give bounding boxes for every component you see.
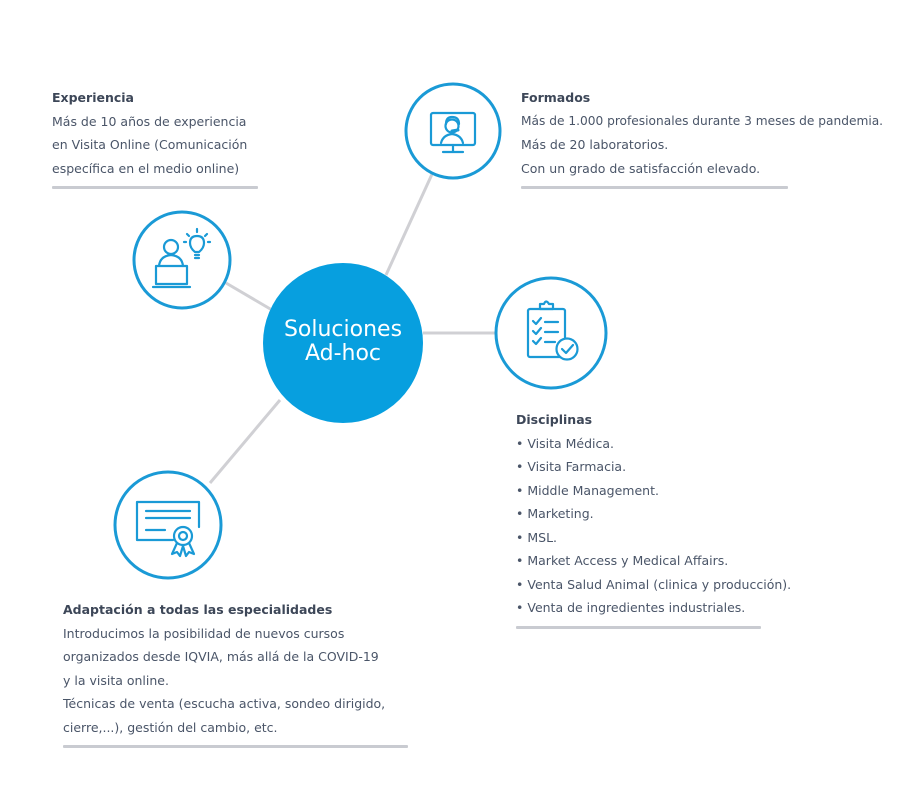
disciplinas-item: Middle Management.	[516, 479, 816, 503]
adaptacion-line: Técnicas de venta (escucha activa, sonde…	[63, 696, 386, 711]
formados-line: Con un grado de satisfacción elevado.	[521, 160, 761, 176]
monitor-headset-icon	[404, 82, 502, 180]
connector-adaptacion	[208, 399, 282, 484]
experiencia-line: en Visita Online (Comunicación	[52, 137, 248, 152]
connector-experiencia	[225, 281, 273, 312]
formados-line: Más de 20 laboratorios.	[521, 137, 669, 152]
disciplinas-item: MSL.	[516, 526, 816, 550]
experiencia-line: específica en el medio online)	[52, 160, 240, 176]
formados-divider	[521, 186, 788, 189]
experiencia-line: Más de 10 años de experiencia	[52, 113, 247, 129]
disciplinas-item: Venta Salud Animal (clinica y producción…	[516, 573, 816, 597]
hub-circle	[263, 263, 423, 423]
disciplinas-item: Visita Farmacia.	[516, 455, 816, 479]
hub-line-2: Ad-hoc	[304, 341, 382, 366]
adaptacion-line: organizados desde IQVIA, más allá de la …	[63, 649, 379, 664]
adaptacion-block: Adaptación a todas las especialidades In…	[63, 598, 408, 748]
disciplinas-block: Disciplinas Visita Médica. Visita Farmac…	[516, 408, 816, 629]
hub-line-1: Soluciones	[283, 317, 403, 342]
formados-line: Más de 1.000 profesionales durante 3 mes…	[521, 113, 884, 128]
adaptacion-title: Adaptación a todas las especialidades	[63, 602, 333, 617]
adaptacion-divider	[63, 745, 408, 748]
experiencia-title: Experiencia	[52, 90, 134, 105]
adaptacion-line: Introducimos la posibilidad de nuevos cu…	[63, 625, 345, 641]
disciplinas-item: Market Access y Medical Affairs.	[516, 549, 816, 573]
disciplinas-item: Marketing.	[516, 502, 816, 526]
disciplinas-title: Disciplinas	[516, 412, 593, 427]
connector-formados	[384, 171, 435, 276]
formados-title: Formados	[521, 90, 591, 105]
disciplinas-item: Visita Médica.	[516, 432, 816, 456]
certificate-icon	[113, 470, 223, 580]
experiencia-divider	[52, 186, 258, 189]
clipboard-check-icon	[494, 276, 608, 390]
presenter-idea-icon	[132, 210, 232, 310]
adaptacion-line: cierre,...), gestión del cambio, etc.	[63, 719, 278, 735]
disciplinas-divider	[516, 625, 761, 629]
disciplinas-item: Venta de ingredientes industriales.	[516, 596, 816, 620]
experiencia-block: Experiencia Más de 10 años de experienci…	[52, 86, 258, 189]
adaptacion-line: y la visita online.	[63, 672, 169, 688]
hub-label: Soluciones Ad-hoc	[263, 318, 423, 366]
formados-block: Formados Más de 1.000 profesionales dura…	[521, 86, 891, 189]
